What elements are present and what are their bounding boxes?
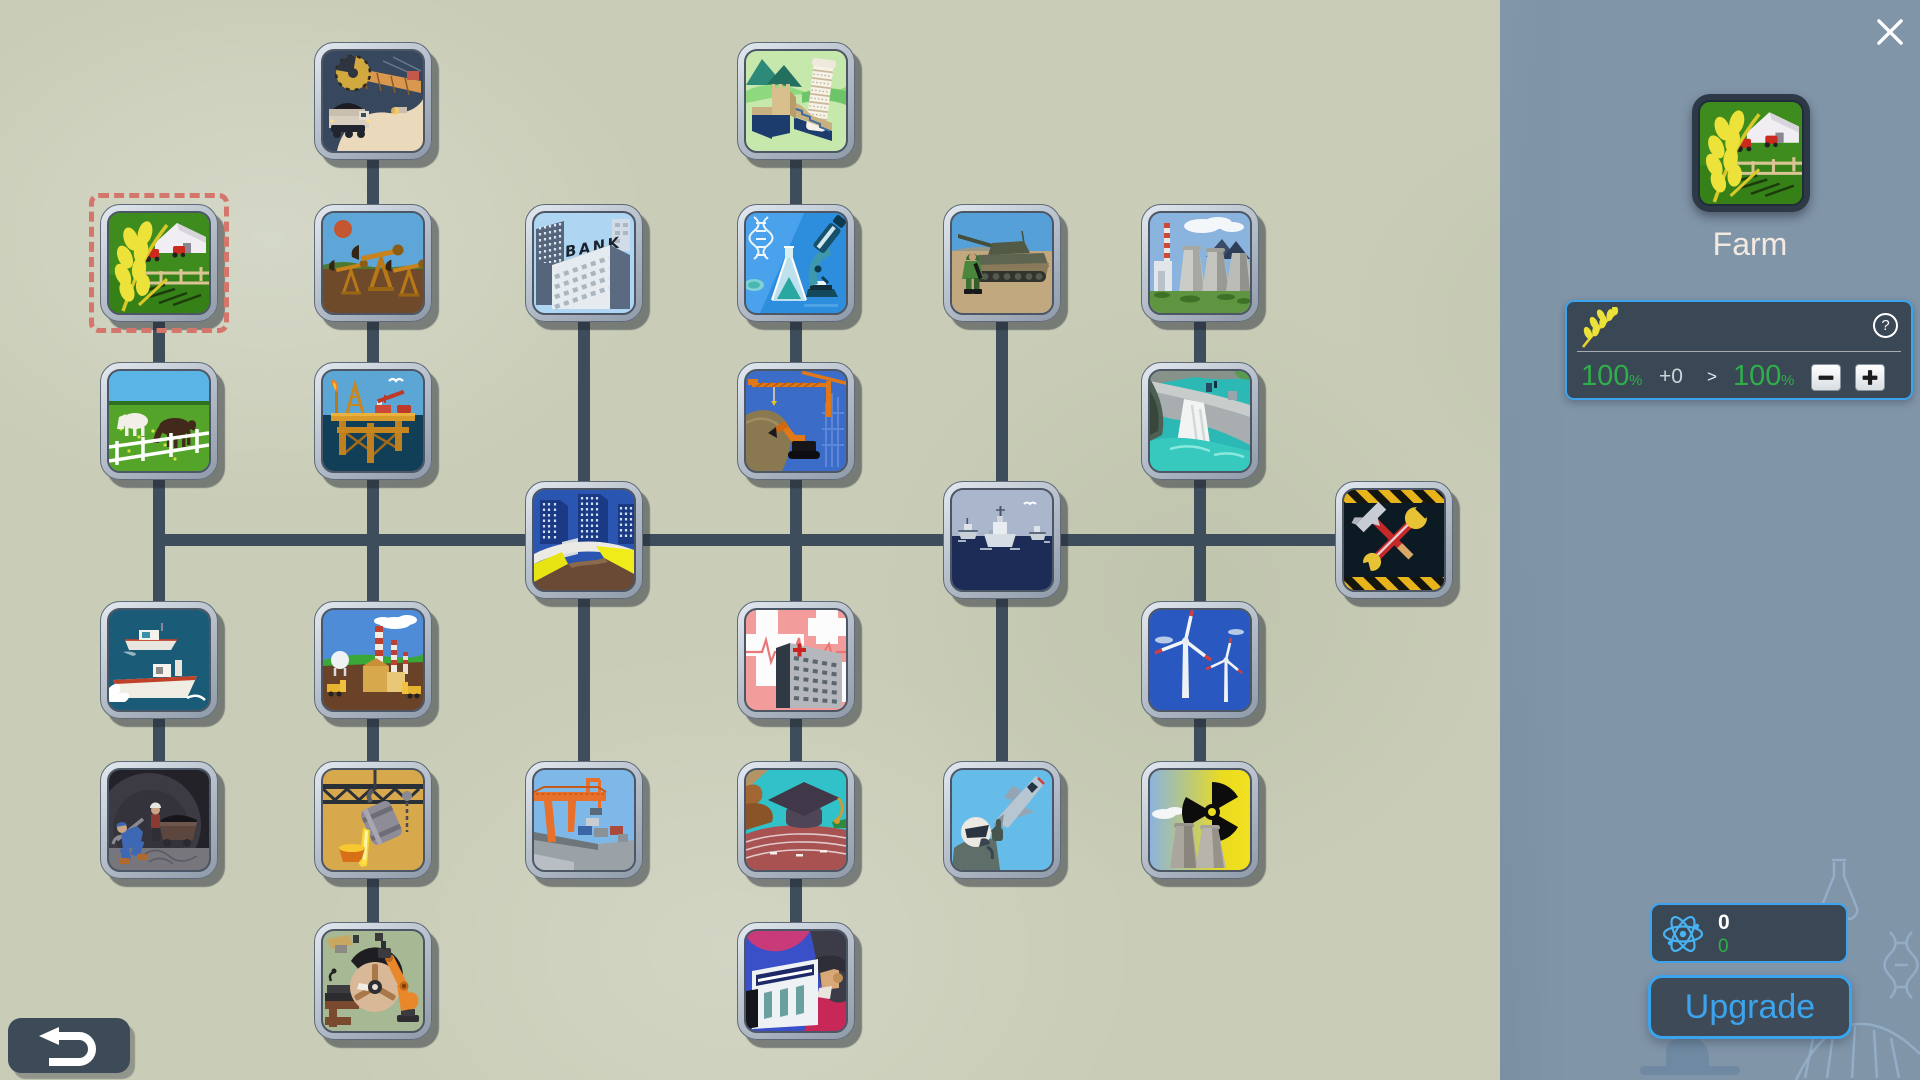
node-port[interactable] — [525, 761, 643, 879]
connector-line-horizontal — [153, 534, 1400, 546]
city-icon — [532, 488, 636, 592]
node-coal-mining[interactable] — [100, 761, 218, 879]
minus-icon[interactable] — [1811, 364, 1841, 391]
next-value: 100 — [1733, 360, 1782, 392]
hydro-dam-icon — [1148, 369, 1252, 473]
atom-icon — [1661, 912, 1705, 956]
fighter-jet-icon — [950, 768, 1054, 872]
node-steel-foundry[interactable] — [314, 761, 432, 879]
bank-icon: BANK — [532, 211, 636, 315]
help-icon[interactable]: ? — [1873, 313, 1898, 338]
nuclear-power-icon — [1148, 768, 1252, 872]
steel-foundry-icon — [321, 768, 425, 872]
detail-sidebar: Farm ? 100 — [1500, 0, 1920, 1080]
research-points-cost: 0 — [1718, 936, 1729, 957]
next-unit: % — [1781, 372, 1795, 389]
connector-line-vertical — [153, 263, 165, 820]
node-bank[interactable]: BANK — [525, 204, 643, 322]
delta-value: +0 — [1659, 365, 1683, 388]
robotics-icon — [321, 929, 425, 1033]
node-culture[interactable] — [737, 922, 855, 1040]
oil-pumps-icon — [321, 211, 425, 315]
research-points-available: 0 — [1718, 911, 1730, 934]
node-city[interactable] — [525, 481, 643, 599]
culture-icon — [744, 929, 848, 1033]
node-oil-pumps[interactable] — [314, 204, 432, 322]
connector-line-vertical — [1194, 263, 1206, 820]
ranch-icon — [107, 369, 211, 473]
node-army-tank[interactable] — [943, 204, 1061, 322]
factory-icon — [321, 608, 425, 712]
upgrade-button[interactable]: Upgrade — [1648, 975, 1852, 1039]
plus-icon[interactable] — [1855, 364, 1885, 391]
hospital-icon — [744, 608, 848, 712]
node-power-plant[interactable] — [1141, 204, 1259, 322]
port-icon — [532, 768, 636, 872]
surface-mining-icon — [321, 49, 425, 153]
wheat-icon — [1579, 305, 1621, 349]
node-navy-fleet[interactable] — [943, 481, 1061, 599]
node-fighter-jet[interactable] — [943, 761, 1061, 879]
coal-mining-icon — [107, 768, 211, 872]
education-icon — [744, 768, 848, 872]
selected-building-title: Farm — [1712, 226, 1788, 262]
node-robotics[interactable] — [314, 922, 432, 1040]
farm-icon — [107, 211, 211, 315]
close-icon[interactable] — [1874, 16, 1906, 48]
node-farm[interactable] — [100, 204, 218, 322]
construction-icon — [744, 369, 848, 473]
back-arrow-icon — [39, 1026, 96, 1066]
oil-platform-icon — [321, 369, 425, 473]
selected-building-icon — [1692, 94, 1810, 212]
wind-power-icon — [1148, 608, 1252, 712]
current-unit: % — [1629, 372, 1643, 389]
back-button[interactable] — [8, 1018, 130, 1073]
node-wind-power[interactable] — [1141, 601, 1259, 719]
workshop-icon — [1342, 488, 1446, 592]
node-construction[interactable] — [737, 362, 855, 480]
arrow-glyph: > — [1707, 367, 1717, 386]
node-science-lab[interactable] — [737, 204, 855, 322]
science-lab-icon — [744, 211, 848, 315]
production-stat-panel: ? 100 % +0 > 100 % — [1565, 300, 1913, 400]
node-oil-platform[interactable] — [314, 362, 432, 480]
node-education[interactable] — [737, 761, 855, 879]
node-ranch[interactable] — [100, 362, 218, 480]
army-tank-icon — [950, 211, 1054, 315]
node-workshop[interactable] — [1335, 481, 1453, 599]
node-hydro-dam[interactable] — [1141, 362, 1259, 480]
stat-divider — [1577, 351, 1901, 352]
research-points-panel: 0 0 — [1650, 903, 1848, 963]
landmarks-icon — [744, 49, 848, 153]
node-landmarks[interactable] — [737, 42, 855, 160]
node-factory[interactable] — [314, 601, 432, 719]
node-nuclear-power[interactable] — [1141, 761, 1259, 879]
navy-fleet-icon — [950, 488, 1054, 592]
stat-values-row: 100 % +0 > 100 % — [1567, 358, 1911, 396]
node-surface-mining[interactable] — [314, 42, 432, 160]
current-value: 100 — [1581, 360, 1630, 392]
node-fishing[interactable] — [100, 601, 218, 719]
fishing-icon — [107, 608, 211, 712]
power-plant-icon — [1148, 211, 1252, 315]
node-hospital[interactable] — [737, 601, 855, 719]
